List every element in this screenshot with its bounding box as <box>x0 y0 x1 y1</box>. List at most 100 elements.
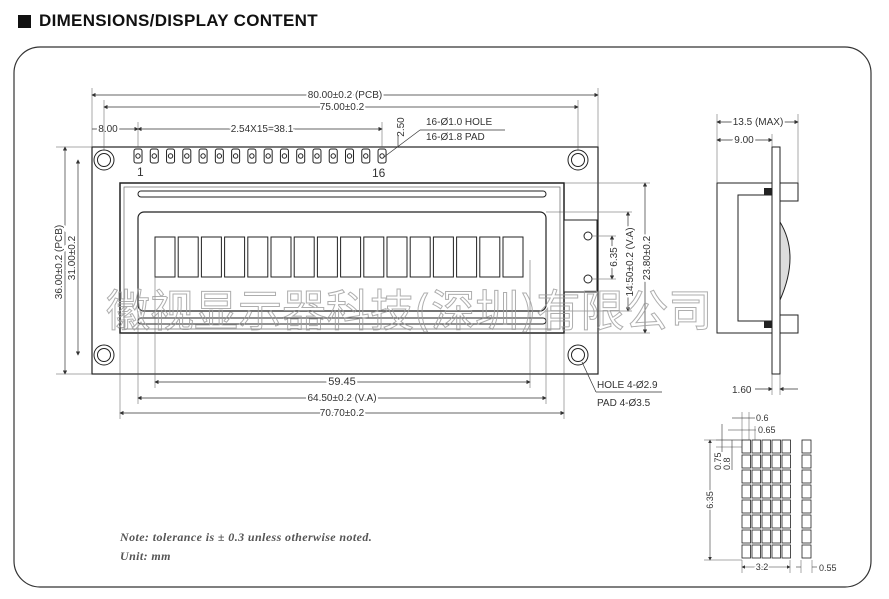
cursor-dot <box>801 514 812 529</box>
char-dot <box>751 514 761 529</box>
bezel-top-rail <box>137 190 547 198</box>
bezel-inner <box>123 186 561 330</box>
char-dot <box>741 499 751 514</box>
pin-pad-callout: 16-Ø1.8 PAD <box>426 132 485 143</box>
character-cell <box>363 236 385 278</box>
dim-dot-height-b-label: 0.8 <box>722 457 732 470</box>
char-dot <box>741 544 751 559</box>
char-dot <box>771 514 781 529</box>
dim-bezel-height-label: 23.80±0.2 <box>642 235 653 280</box>
dim-va-height-label: 14.50±0.2 (V.A) <box>625 227 636 296</box>
char-dot <box>781 469 791 484</box>
char-dot <box>781 439 791 454</box>
character-cell <box>247 236 269 278</box>
pin-pad <box>198 148 208 164</box>
dim-pin-offset-label: 8.00 <box>98 124 118 135</box>
pin-pad <box>328 148 338 164</box>
pin-pad <box>231 148 241 164</box>
char-dot <box>771 484 781 499</box>
character-cells <box>154 236 524 278</box>
char-dot <box>741 439 751 454</box>
side-component <box>779 220 791 301</box>
pin-pad <box>149 148 159 164</box>
tolerance-note: Note: tolerance is ± 0.3 unless otherwis… <box>119 530 372 544</box>
dim-dot-height-a-label: 0.75 <box>713 452 723 470</box>
dim-pcb-thickness-label: 1.60 <box>732 385 752 396</box>
character-cell <box>270 236 292 278</box>
side-connector-top <box>779 182 799 202</box>
character-cell <box>340 236 362 278</box>
pin-pad <box>182 148 192 164</box>
char-dot <box>751 454 761 469</box>
side-pcb <box>771 146 781 375</box>
char-dot <box>761 484 771 499</box>
char-dot <box>741 469 751 484</box>
pin-pad <box>377 148 387 164</box>
pin-pad <box>361 148 371 164</box>
char-dot <box>761 529 771 544</box>
dim-pin-edge-label: 2.50 <box>396 117 407 137</box>
character-cell <box>479 236 501 278</box>
char-dot <box>781 454 791 469</box>
side-connector-bottom <box>779 314 799 334</box>
mount-pad-callout: PAD 4-Ø3.5 <box>597 398 651 409</box>
char-dot <box>751 439 761 454</box>
dim-hole-pitch-label: 75.00±0.2 <box>320 102 365 113</box>
pin-hole-callout: 16-Ø1.0 HOLE <box>426 117 492 128</box>
side-lcd-glass <box>737 194 773 322</box>
char-dot <box>751 484 761 499</box>
character-cell <box>293 236 315 278</box>
dim-pcb-width-label: 80.00±0.2 (PCB) <box>308 90 382 101</box>
header-bullet <box>18 14 31 28</box>
pin-pad <box>263 148 273 164</box>
dim-dot-width-label: 0.6 <box>756 413 769 423</box>
dim-hole-vpitch-label: 31.00±0.2 <box>67 235 78 280</box>
pin-first-label: 1 <box>137 165 144 179</box>
section-header: DIMENSIONS/DISPLAY CONTENT <box>18 10 318 32</box>
char-dot <box>761 544 771 559</box>
char-detail: 0.6 0.65 0.75 0.8 6.35 3.2 0.55 <box>704 412 837 574</box>
char-dot <box>741 454 751 469</box>
dim-char-area-label: 59.45 <box>328 376 356 388</box>
dim-dot-pitch-label: 0.65 <box>758 425 776 435</box>
character-cell <box>154 236 176 278</box>
dim-va-width-label: 64.50±0.2 (V.A) <box>307 393 376 404</box>
dim-max-thickness-label: 13.5 (MAX) <box>733 117 784 128</box>
front-view: 1 16 80.00±0.2 (PCB) 75.00±0.2 8.00 2.54… <box>52 88 662 421</box>
cursor-dot <box>801 544 812 559</box>
side-clip-top <box>764 188 772 195</box>
char-dot <box>771 529 781 544</box>
cursor-dot <box>801 454 812 469</box>
dim-backlight-pitch-label: 6.35 <box>609 247 620 267</box>
cursor-dot <box>801 529 812 544</box>
backlight-tab <box>563 219 598 293</box>
char-dot <box>741 529 751 544</box>
dim-cursor-width-label: 0.55 <box>819 563 837 573</box>
pin-pad <box>296 148 306 164</box>
side-clip-bottom <box>764 321 772 328</box>
dim-pin-pitch-label: 2.54X15=38.1 <box>231 124 294 135</box>
char-dot <box>761 454 771 469</box>
dim-pcb-height-label: 36.00±0.2 (PCB) <box>54 225 65 299</box>
cursor-dot <box>801 484 812 499</box>
char-dot <box>741 514 751 529</box>
watermark: 徽视显示器科技(深圳)有限公司 <box>106 286 712 337</box>
character-cell <box>456 236 478 278</box>
char-dot <box>771 439 781 454</box>
dim-body-depth-label: 9.00 <box>734 135 754 146</box>
pin-pad <box>214 148 224 164</box>
pin-pad <box>279 148 289 164</box>
character-cell <box>432 236 454 278</box>
char-dot <box>771 499 781 514</box>
char-dot <box>781 499 791 514</box>
char-dot <box>751 469 761 484</box>
drawing-frame <box>13 46 872 588</box>
pin-row <box>133 148 387 164</box>
character-cell <box>224 236 246 278</box>
pin-pad <box>345 148 355 164</box>
char-dot <box>761 469 771 484</box>
char-dot <box>751 544 761 559</box>
mount-hole-bl <box>93 344 115 366</box>
unit-note: Unit: mm <box>120 549 171 563</box>
